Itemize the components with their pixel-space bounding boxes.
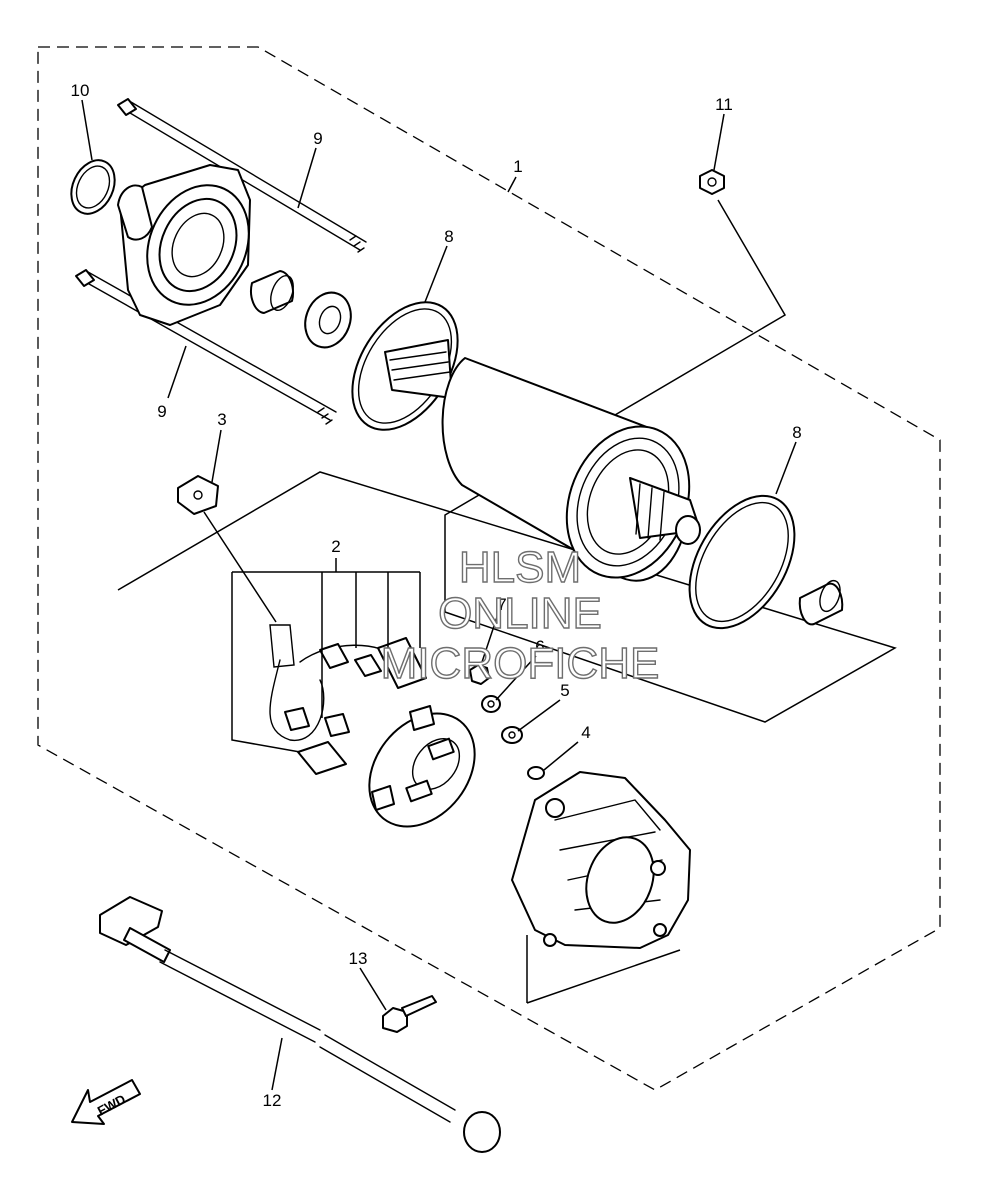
- leader-9a: [297, 147, 317, 209]
- callout-2: 2: [331, 537, 340, 556]
- callout-9-lower: 9: [157, 402, 166, 421]
- rear-cover: [511, 771, 691, 949]
- washer-5: [501, 726, 523, 744]
- callout-7: 7: [497, 595, 506, 614]
- fwd-direction-arrow: FWD: [71, 1079, 141, 1125]
- bolt-13: [382, 995, 437, 1033]
- callout-8-upper: 8: [444, 227, 453, 246]
- o-ring-8-lower: [688, 494, 796, 630]
- o-ring-10: [70, 159, 116, 215]
- leader-3: [203, 429, 277, 623]
- leader-6: [495, 655, 537, 701]
- callout-10: 10: [71, 81, 90, 100]
- leader-7: [479, 613, 499, 669]
- leader-8a: [424, 245, 448, 303]
- watermark-line-3: MICROFICHE: [381, 639, 660, 688]
- callout-1: 1: [513, 157, 522, 176]
- leader-11: [713, 113, 725, 171]
- end-cover-frame-line: [526, 935, 681, 1004]
- starter-cable-12: [99, 896, 501, 1153]
- callout-8-lower: 8: [792, 423, 801, 442]
- callout-5: 5: [560, 681, 569, 700]
- leader-1: [507, 176, 517, 193]
- callout-11: 11: [715, 95, 733, 114]
- leader-2: [231, 558, 421, 753]
- brush-holder-subassembly-frame: [117, 471, 897, 723]
- callout-9-upper: 9: [313, 129, 322, 148]
- callout-3: 3: [217, 410, 226, 429]
- front-cover-assembly: [75, 98, 367, 425]
- nut-11: [699, 169, 725, 195]
- leader-5: [517, 699, 561, 732]
- leader-10: [81, 99, 93, 161]
- leader-8b: [775, 441, 797, 495]
- callout-6: 6: [535, 637, 544, 656]
- starting-motor-yoke: [384, 339, 701, 582]
- leader-9b: [167, 345, 187, 399]
- assembly-boundary: [37, 46, 941, 1091]
- leader-4: [543, 741, 579, 771]
- watermark-line-2: ONLINE: [438, 589, 602, 638]
- fwd-label: FWD: [95, 1091, 128, 1118]
- nut-7: [469, 664, 490, 685]
- leader-13: [359, 967, 387, 1011]
- terminal-clip-3: [177, 475, 219, 515]
- bearing: [798, 579, 844, 626]
- o-ring-4: [527, 766, 545, 780]
- callout-13: 13: [349, 949, 368, 968]
- brush-holder-assembly: [269, 624, 476, 828]
- callout-12: 12: [263, 1091, 282, 1110]
- leader-12: [271, 1037, 283, 1091]
- watermark-line-1: HLSM: [459, 543, 581, 592]
- callout-4: 4: [581, 723, 590, 742]
- washer-6: [481, 695, 501, 713]
